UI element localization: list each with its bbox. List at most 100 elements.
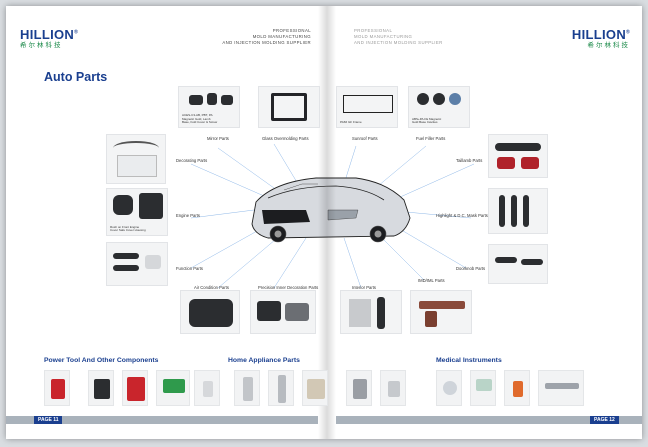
label-highlight-mask-parts: Highlight & D.C. Mask Parts: [436, 213, 488, 218]
part-image: [207, 93, 217, 105]
brand-name: HILLION: [20, 27, 75, 42]
label-function-parts: Function Parts: [176, 266, 203, 271]
thumb-home-appliance: [302, 370, 328, 406]
photo-taillamb-parts: [488, 134, 548, 178]
label-imd-iml-parts: IMD/IML Parts: [418, 278, 445, 283]
thumb-home-appliance: [234, 370, 260, 406]
brand-logo-left: HILLION® 希尔林科技: [20, 28, 78, 50]
part-image: [417, 93, 429, 105]
photo-doorknob-parts: [488, 244, 548, 284]
photo-caption: PA66 GF Frame: [340, 120, 362, 125]
photo-glass-overmolding: [258, 86, 320, 128]
photo-interior-parts: [340, 290, 402, 334]
photo-fuel-filler-parts: ABS+PA.FE Magnetic Gold Base Cavities: [408, 86, 470, 128]
part-image: [257, 301, 281, 321]
photo-imd-iml-parts: [410, 290, 472, 334]
part-image: [495, 257, 517, 263]
label-precision-inner-decoration: Precision Inner Decoration Parts: [258, 285, 319, 290]
section-title-auto-parts: Auto Parts: [44, 70, 108, 84]
thumb-power-tool: [44, 370, 70, 406]
thumb-power-tool: [156, 370, 190, 406]
photo-highlight-mask-parts: [488, 188, 548, 234]
part-image: [113, 265, 139, 271]
photo-mirror-parts: ACES-C3-AB, PBT, PA Magnetic Gold, Lamb …: [178, 86, 240, 128]
part-image: [523, 195, 529, 227]
slogan-line: MOLD MANUFACTURING: [354, 34, 413, 39]
photo-caption: Rush on Front Engine Cover Safe Cover Ho…: [110, 224, 146, 233]
part-image: [221, 95, 233, 105]
label-decorating-parts: Decorating Parts: [176, 158, 208, 163]
thumb-medical: [504, 370, 530, 406]
page-gutter: [318, 6, 336, 439]
footer-bar-left: [6, 416, 318, 424]
part-image: [521, 157, 539, 169]
thumb-medical: [538, 370, 584, 406]
section-title-home-appliance: Home Appliance Parts: [228, 357, 300, 364]
label-fuel-filler-parts: Fuel Filler Parts: [416, 136, 446, 141]
label-doorknob-parts: Doorknob Parts: [456, 266, 486, 271]
brand-logo-right: HILLION® 希尔林科技: [572, 28, 630, 50]
part-image: [377, 297, 385, 329]
label-engine-parts: Engine Parts: [176, 213, 200, 218]
part-image: [433, 93, 445, 105]
part-image: [419, 301, 465, 309]
part-image: [495, 143, 541, 151]
thumb-power-tool: [88, 370, 114, 406]
slogan-right: PROFESSIONAL MOLD MANUFACTURING AND INJE…: [354, 28, 443, 46]
part-image: [497, 157, 515, 169]
part-image: [425, 311, 437, 327]
part-image: [349, 299, 371, 327]
thumb-medical: [470, 370, 496, 406]
slogan-line: PROFESSIONAL: [354, 28, 393, 33]
photo-sunroof-parts: PA66 GF Frame: [336, 86, 398, 128]
section-title-medical: Medical Instruments: [436, 357, 502, 364]
part-image: [117, 155, 157, 177]
photo-function-parts: [106, 242, 168, 286]
footer-bar-right: [336, 416, 642, 424]
part-image: [189, 299, 233, 327]
part-image: [343, 95, 393, 113]
brand-name: HILLION: [571, 27, 627, 42]
part-image: [113, 253, 139, 259]
part-image: [189, 95, 203, 105]
page-number-left: PAGE 11: [34, 416, 63, 424]
part-image: [449, 93, 461, 105]
part-image: [145, 255, 161, 269]
registered-mark: ®: [626, 29, 630, 36]
photo-decorating-parts: [106, 134, 166, 184]
slogan-line: AND INJECTION MOLDING SUPPLIER: [354, 40, 443, 45]
part-image: [113, 141, 159, 155]
brand-chinese-name: 希尔林科技: [587, 42, 630, 49]
car-illustration: [251, 177, 411, 243]
section-title-power-tool: Power Tool And Other Components: [44, 357, 159, 364]
part-image: [139, 193, 163, 219]
registered-mark: ®: [74, 29, 79, 36]
slogan-left: PROFESSIONAL MOLD MANUFACTURING AND INJE…: [221, 28, 311, 46]
label-interior-parts: Interior Parts: [352, 285, 376, 290]
thumb-home-appliance: [380, 370, 406, 406]
label-taillamb-parts: Taillamb Parts: [456, 158, 483, 163]
car-diagram: [190, 143, 475, 289]
label-sunroof-parts: Sunroof Parts: [352, 136, 378, 141]
photo-precision-inner-decoration: [250, 290, 316, 334]
photo-caption: ABS+PA.FE Magnetic Gold Base Cavities: [412, 116, 442, 125]
label-air-condition-parts: Air Condition Parts: [194, 285, 229, 290]
part-image: [271, 93, 307, 121]
slogan-line: PROFESSIONAL: [272, 28, 311, 33]
thumb-medical: [436, 370, 462, 406]
part-image: [499, 195, 505, 227]
photo-engine-parts: Rush on Front Engine Cover Safe Cover Ho…: [106, 188, 168, 236]
thumb-power-tool: [194, 370, 220, 406]
thumb-home-appliance: [268, 370, 294, 406]
page-number-right: PAGE 12: [590, 416, 619, 424]
label-glass-overmolding: Glass Overmolding Parts: [262, 136, 309, 141]
slogan-line: MOLD MANUFACTURING: [252, 34, 311, 39]
thumb-power-tool: [122, 370, 148, 406]
brochure-spread: HILLION® 希尔林科技 PROFESSIONAL MOLD MANUFAC…: [6, 6, 642, 439]
part-image: [511, 195, 517, 227]
photo-caption: ACES-C3-AB, PBT, PA Magnetic Gold, Lamb …: [182, 113, 218, 125]
part-image: [521, 259, 543, 265]
part-image: [285, 303, 309, 321]
part-image: [113, 195, 133, 215]
brand-chinese-name: 希尔林科技: [20, 42, 63, 49]
